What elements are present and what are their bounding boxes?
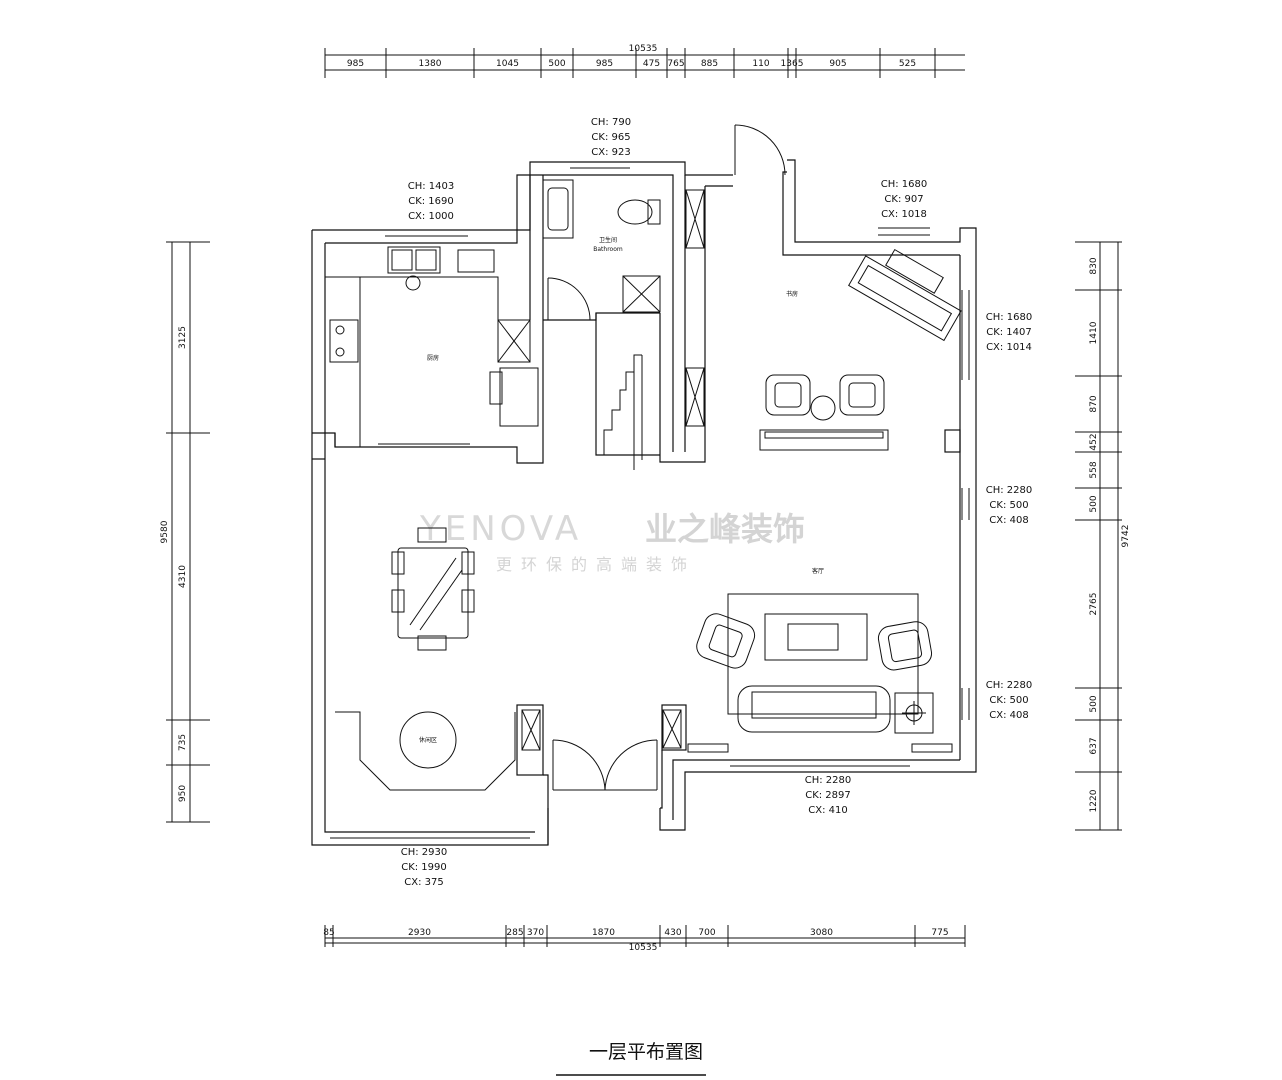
top-dim-label: 525 (899, 59, 916, 69)
room-label-living: 客厅 (812, 567, 824, 575)
left-total-dimension: 9580 (160, 520, 170, 543)
staircase (603, 354, 643, 470)
room-label-study: 书房 (786, 290, 798, 298)
top-dim-label: 985 (347, 59, 364, 69)
top-dim-label: 1380 (419, 59, 442, 69)
right-dimension-line (1075, 241, 1122, 831)
watermark-slogan: 更环保的高端装饰 (496, 555, 696, 574)
window-note-east3: CX: 408 (989, 710, 1028, 721)
window-note-east2: CX: 408 (989, 515, 1028, 526)
window-note-east1: CH: 1680 (986, 312, 1033, 323)
bathroom-fixtures (542, 179, 661, 313)
kitchen-fixtures (325, 246, 539, 447)
top-dim-label: 1045 (496, 59, 519, 69)
left-dim-label: 950 (178, 785, 188, 802)
window-note-east2: CH: 2280 (986, 485, 1033, 496)
top-dim-label: 500 (548, 59, 565, 69)
room-label-bathroom: 卫生间 (599, 236, 617, 244)
top-dim-label: 475 (643, 59, 660, 69)
bottom-dim-label: 775 (931, 928, 948, 938)
left-dim-label: 4310 (178, 565, 188, 588)
room-label-kitchen: 厨房 (427, 354, 439, 362)
left-dim-label: 735 (178, 734, 188, 751)
room-label-bay: 休闲区 (419, 736, 437, 744)
window-note-bath: CK: 965 (591, 132, 630, 143)
right-dim-label: 870 (1089, 395, 1099, 412)
right-dim-label: 2765 (1089, 593, 1099, 616)
bottom-dim-label: 370 (527, 928, 544, 938)
bottom-dim-label: 85 (323, 928, 334, 938)
bay-leisure-area (335, 711, 516, 791)
drawing-title: 一层平布置图 (589, 1041, 703, 1063)
right-dim-label: 637 (1089, 737, 1099, 754)
windows (330, 161, 977, 846)
bottom-dimension-line (324, 925, 966, 947)
window-note-south: CH: 2280 (805, 775, 852, 786)
window-note-study: CK: 907 (884, 194, 923, 205)
left-dim-label: 3125 (178, 326, 188, 349)
bottom-total-dimension: 10535 (629, 943, 658, 953)
window-note-east1: CK: 1407 (986, 327, 1032, 338)
bottom-dim-label: 3080 (810, 928, 833, 938)
window-note-kitchen: CX: 1000 (408, 211, 454, 222)
top-dimension-line (324, 48, 965, 78)
room-label-bathroom-en: Bathroom (593, 246, 623, 253)
window-note-east2: CK: 500 (989, 500, 1028, 511)
right-dim-label: 500 (1089, 695, 1099, 712)
watermark-brand-en: YENOVA (419, 509, 582, 549)
top-dim-label: 985 (596, 59, 613, 69)
window-note-kitchen: CH: 1403 (408, 181, 455, 192)
window-note-south: CX: 410 (808, 805, 847, 816)
window-note-east3: CH: 2280 (986, 680, 1033, 691)
window-note-bay: CK: 1990 (401, 862, 447, 873)
right-dim-label: 500 (1089, 495, 1099, 512)
bottom-dim-label: 1870 (592, 928, 615, 938)
window-note-east3: CK: 500 (989, 695, 1028, 706)
right-dim-label: 452 (1089, 433, 1099, 450)
top-dim-label: 110 (752, 59, 769, 69)
left-dimension-line (166, 241, 210, 823)
window-note-bay: CH: 2930 (401, 847, 448, 858)
right-dim-label: 1220 (1089, 789, 1099, 812)
doors (547, 124, 786, 791)
right-dim-label: 830 (1089, 257, 1099, 274)
right-total-dimension: 9742 (1121, 525, 1131, 548)
study-furniture (759, 248, 962, 451)
bottom-dim-label: 430 (664, 928, 681, 938)
bottom-dim-label: 285 (506, 928, 523, 938)
top-total-dimension: 10535 (629, 44, 658, 54)
watermark-brand-cn: 业之峰装饰 (645, 510, 805, 548)
window-note-south: CK: 2897 (805, 790, 851, 801)
window-note-bay: CX: 375 (404, 877, 443, 888)
dining-set (391, 527, 475, 651)
window-note-east1: CX: 1014 (986, 342, 1032, 353)
storage-cabinets (497, 189, 705, 751)
top-dim-label: 1365 (781, 59, 804, 69)
top-dim-label: 885 (701, 59, 718, 69)
window-note-study: CH: 1680 (881, 179, 928, 190)
window-note-bath: CH: 790 (591, 117, 631, 128)
top-dim-label: 765 (667, 59, 684, 69)
bottom-dim-label: 700 (698, 928, 715, 938)
right-dim-label: 558 (1089, 461, 1099, 478)
window-note-kitchen: CK: 1690 (408, 196, 454, 207)
living-furniture (687, 593, 953, 753)
top-dim-label: 905 (829, 59, 846, 69)
watermark: YENOVA 业之峰装饰 更环保的高端装饰 (419, 509, 805, 574)
window-note-bath: CX: 923 (591, 147, 630, 158)
bottom-dim-label: 2930 (408, 928, 431, 938)
right-dim-label: 1410 (1089, 321, 1099, 344)
window-note-study: CX: 1018 (881, 209, 927, 220)
